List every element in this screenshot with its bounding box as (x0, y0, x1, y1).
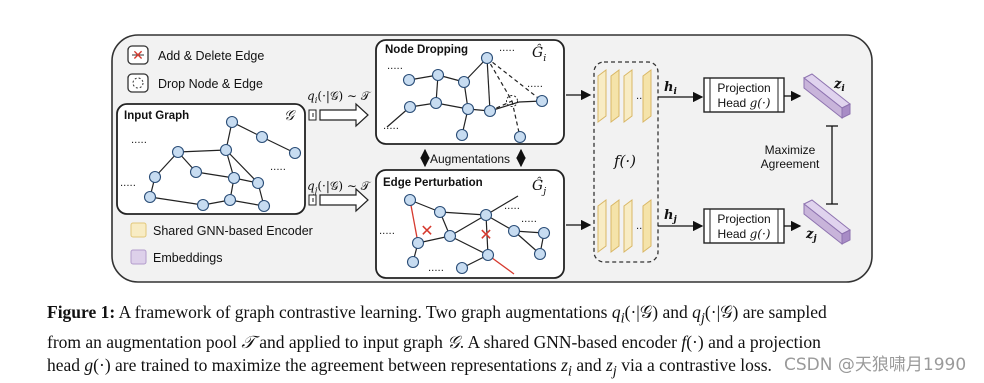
svg-text:.....: ..... (270, 162, 286, 173)
delete-edge-mark-2: ✕ (479, 225, 492, 244)
framework-figure: ✕ Add & Delete Edge Drop Node & Edge Sha… (0, 0, 984, 300)
legend-embeddings: Embeddings (153, 251, 223, 265)
svg-text:.....: ..... (504, 201, 520, 212)
node-dropping-box: Node Dropping Ĝi (376, 40, 564, 144)
encoder-bottom: .... (598, 200, 651, 252)
input-graph-box: Input Graph 𝒢 .......... (117, 104, 305, 214)
svg-text:.....: ..... (527, 79, 543, 90)
encoder-top: .... (598, 70, 651, 122)
drop-node-edge-legend-icon (128, 74, 148, 92)
svg-text:.....: ..... (521, 214, 537, 225)
edge-perturbation-title: Edge Perturbation (383, 177, 483, 189)
svg-text:.....: ..... (383, 121, 399, 132)
node-dropping-title: Node Dropping (385, 44, 468, 56)
svg-text:.....: ..... (428, 263, 444, 274)
svg-text:Head g(·): Head g(·) (718, 96, 771, 110)
svg-text:Projection: Projection (717, 212, 770, 226)
input-graph-title: Input Graph (124, 110, 189, 122)
svg-text:.....: ..... (131, 135, 147, 146)
embedding-legend-swatch (131, 250, 146, 264)
edge-perturbation-box: Edge Perturbation Ĝj (376, 170, 564, 278)
svg-text:Agreement: Agreement (761, 157, 820, 171)
svg-text:Projection: Projection (717, 81, 770, 95)
projection-head-top: Projection Head g(·) (704, 78, 784, 112)
caption-line-1: Figure 1: A framework of graph contrasti… (47, 301, 947, 331)
svg-text:Augmentations: Augmentations (430, 152, 510, 166)
legend-drop-node-edge: Drop Node & Edge (158, 77, 263, 91)
svg-text:Head g(·): Head g(·) (718, 227, 771, 241)
encoder-label: f(·) (613, 152, 636, 170)
svg-text:.....: ..... (387, 61, 403, 72)
svg-text:.....: ..... (499, 43, 515, 54)
encoder-legend-swatch (131, 223, 146, 237)
legend-shared-encoder: Shared GNN-based Encoder (153, 224, 313, 238)
delete-edge-mark-1: ✕ (420, 221, 433, 240)
svg-text:.....: ..... (379, 226, 395, 237)
augmentations-label: Augmentations (425, 150, 521, 166)
svg-text:Maximize: Maximize (765, 143, 816, 157)
watermark: CSDN @天狼啸月1990 (784, 350, 966, 375)
svg-text:✕: ✕ (132, 48, 144, 64)
legend-add-delete-edge: Add & Delete Edge (158, 49, 264, 63)
svg-text:.....: ..... (120, 178, 136, 189)
projection-head-bottom: Projection Head g(·) (704, 209, 784, 243)
